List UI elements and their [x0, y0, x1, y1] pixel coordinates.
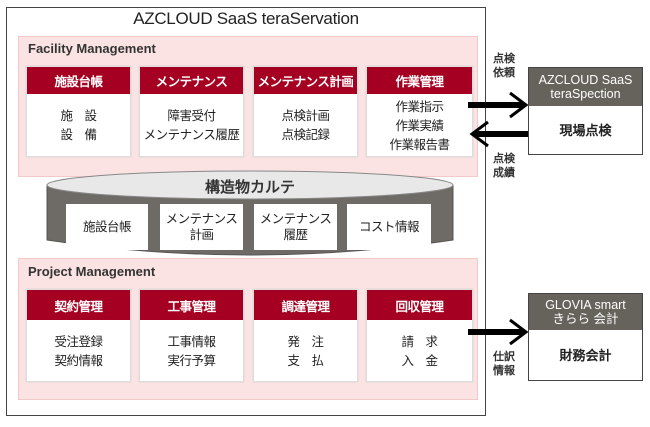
card-body: 作業指示作業実績作業報告書 [367, 94, 472, 156]
card-body: 請 求入 金 [367, 320, 472, 381]
card-body: 障害受付メンテナンス履歴 [140, 94, 243, 156]
card-header: 契約管理 [27, 290, 130, 320]
card-line: 実行予算 [167, 352, 216, 368]
inspection-request-label: 点検依頼 [493, 52, 515, 79]
card-line: 作業実績 [395, 117, 444, 133]
database-item-line: 履歴 [283, 227, 308, 242]
card-line: 受注登録 [54, 333, 103, 349]
project-card: 契約管理受注登録契約情報 [26, 289, 131, 382]
card-line: 支 払 [287, 352, 324, 368]
arrows-teraspection [468, 91, 529, 148]
card-body: 発 注支 払 [254, 320, 357, 381]
card-header: メンテナンス計画 [254, 67, 357, 94]
database-item-line: コスト情報 [358, 219, 420, 234]
card-line: 作業報告書 [389, 136, 450, 152]
database-item: コスト情報 [347, 204, 431, 250]
card-line: 契約情報 [54, 352, 103, 368]
project-card: 調達管理発 注支 払 [253, 289, 358, 382]
card-line: 入 金 [401, 352, 438, 368]
card-line: 点検計画 [281, 108, 330, 123]
arrow-right-icon [468, 318, 529, 346]
card-body: 受注登録契約情報 [27, 320, 130, 381]
card-line: 作業指示 [395, 98, 444, 114]
database-item: メンテナンス計画 [160, 204, 243, 250]
arrow-left-icon [469, 120, 528, 148]
card-header: 工事管理 [140, 290, 243, 320]
card-header: 回収管理 [367, 290, 472, 320]
card-header: メンテナンス [140, 67, 243, 94]
card-line: メンテナンス履歴 [143, 127, 240, 142]
database-item-line: 計画 [189, 227, 214, 242]
card-body: 工事情報実行予算 [140, 320, 243, 381]
teraspection-body: 現場点検 [559, 124, 612, 139]
system-title: AZCLOUD SaaS teraServation [133, 9, 359, 28]
project-card: 工事管理工事情報実行予算 [139, 289, 244, 382]
card-line: 施 設 [60, 108, 97, 123]
database-title: 構造物カルテ [204, 178, 295, 196]
facility-card: 施設台帳施 設設 備 [26, 66, 131, 157]
card-line: 設 備 [60, 127, 97, 142]
facility-card: メンテナンス計画点検計画点検記録 [253, 66, 358, 157]
card-header: 作業管理 [367, 67, 472, 94]
card-line: 障害受付 [167, 108, 216, 123]
database-item-line: 施設台帳 [82, 219, 132, 234]
facility-card: メンテナンス障害受付メンテナンス履歴 [139, 66, 244, 157]
teraservation-system-frame [6, 7, 486, 416]
arrow-right-icon [468, 91, 529, 119]
database-item-line: メンテナンス [165, 211, 238, 226]
card-header: 調達管理 [254, 290, 357, 320]
database-item: メンテナンス履歴 [254, 204, 337, 250]
inspection-result-label: 点検成績 [493, 152, 515, 179]
database-item-line: メンテナンス [259, 211, 332, 226]
project-management-label: Project Management [28, 264, 156, 279]
card-header: 施設台帳 [27, 67, 130, 94]
project-card: 回収管理請 求入 金 [366, 289, 473, 382]
journal-info-label: 仕訳情報 [493, 350, 515, 377]
glovia-body: 財務会計 [559, 349, 612, 364]
arrow-glovia [468, 318, 529, 346]
card-line: 請 求 [401, 333, 438, 349]
facility-card: 作業管理作業指示作業実績作業報告書 [366, 66, 473, 157]
card-line: 点検記録 [281, 127, 330, 142]
database-item: 施設台帳 [66, 204, 148, 250]
card-body: 施 設設 備 [27, 94, 130, 156]
card-line: 工事情報 [167, 333, 216, 349]
facility-management-label: Facility Management [28, 41, 156, 56]
card-body: 点検計画点検記録 [254, 94, 357, 156]
card-line: 発 注 [287, 333, 324, 349]
